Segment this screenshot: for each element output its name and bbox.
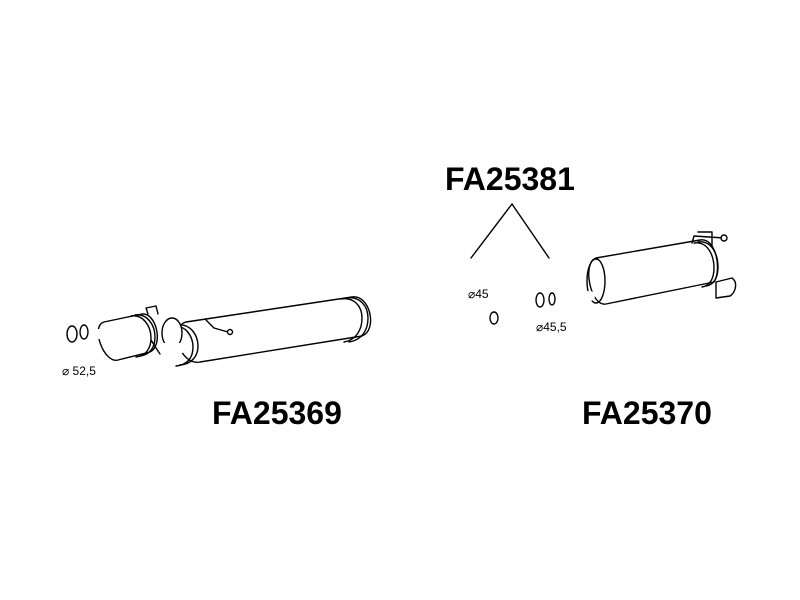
rear-silencer (588, 239, 719, 305)
middle-part-code: FA25381 (445, 161, 575, 197)
front-hanger (205, 319, 234, 336)
rear-hanger (691, 231, 728, 247)
front-clamp-straps (161, 297, 369, 367)
front-part-code: FA25369 (212, 395, 342, 431)
front-outlet-pipe (354, 298, 500, 326)
front-main-silencer (176, 296, 372, 363)
rear-exhaust-section: ⌀45,5 (535, 231, 737, 334)
front-exhaust-section: ⌀ 52,5 (62, 296, 500, 378)
rear-part-code: FA25370 (582, 395, 712, 431)
middle-diameter-label: ⌀45 (468, 287, 489, 301)
front-inlet-pipe (66, 324, 109, 343)
rear-diameter-label: ⌀45,5 (536, 320, 567, 334)
middle-part-callout: FA25381 ⌀45 (445, 161, 575, 301)
rear-tailpipe (715, 277, 737, 299)
rear-inlet-pipe (535, 291, 595, 308)
rear-clamp-straps (693, 241, 719, 288)
front-diameter-label: ⌀ 52,5 (62, 364, 96, 378)
